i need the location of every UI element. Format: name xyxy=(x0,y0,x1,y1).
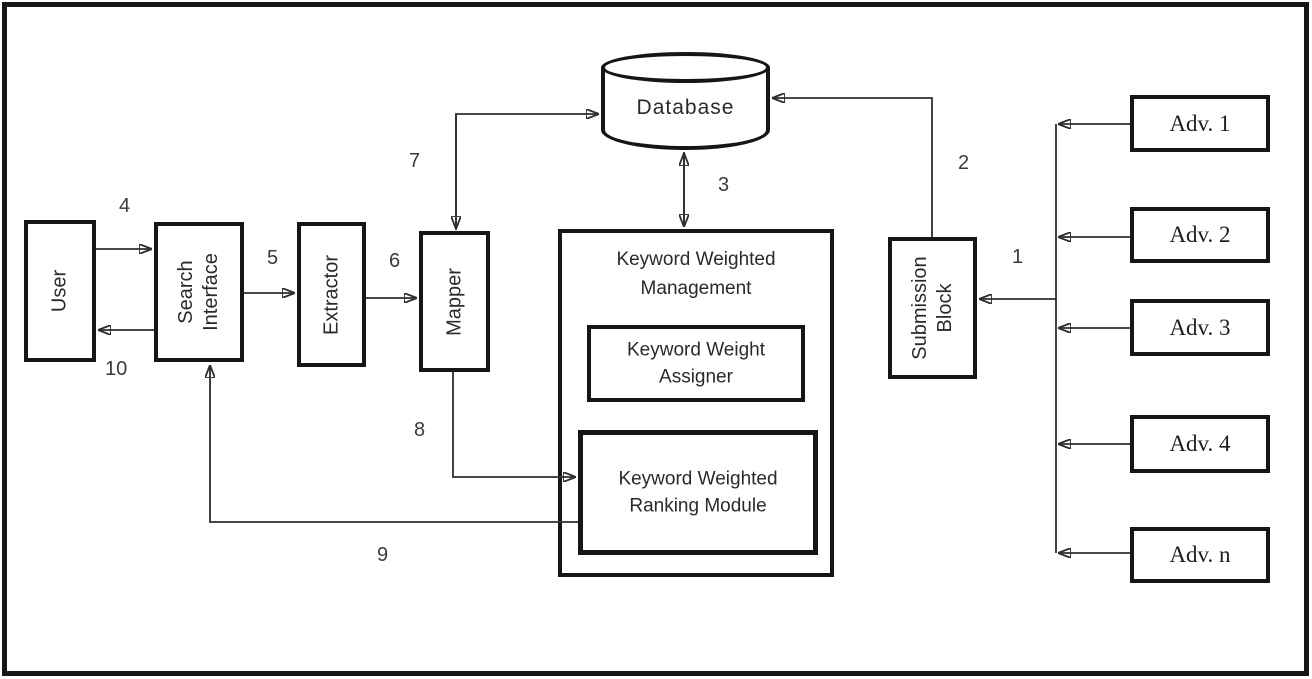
node-advertiser-2: Adv. 2 xyxy=(1130,207,1270,263)
flow-label-8: 8 xyxy=(414,419,426,441)
node-advertiser-n-label: Adv. n xyxy=(1169,542,1231,567)
node-keyword-weight-assigner: Keyword Weight Assigner xyxy=(587,325,805,402)
flow-label-5: 5 xyxy=(267,247,279,269)
node-user-label: User xyxy=(48,269,71,313)
node-submission-block-label: Submission Block xyxy=(908,256,956,360)
node-database: Database xyxy=(601,52,770,150)
node-advertiser-1-label: Adv. 1 xyxy=(1169,110,1231,136)
node-submission-block: Submission Block xyxy=(888,237,977,379)
node-keyword-weight-assigner-label: Keyword Weight Assigner xyxy=(627,338,765,388)
node-advertiser-2-label: Adv. 2 xyxy=(1169,222,1231,247)
flow-label-3: 3 xyxy=(718,174,730,196)
node-advertiser-n: Adv. n xyxy=(1130,527,1270,583)
flow-label-4: 4 xyxy=(119,195,131,217)
node-advertiser-4: Adv. 4 xyxy=(1130,415,1270,473)
node-advertiser-4-label: Adv. 4 xyxy=(1169,431,1231,456)
node-user: User xyxy=(24,220,96,362)
flow-label-6: 6 xyxy=(389,250,401,272)
node-advertiser-1: Adv. 1 xyxy=(1130,95,1270,152)
node-keyword-weighted-management-label: Keyword Weighted Management xyxy=(616,249,776,299)
node-search-interface-label: Search Interface xyxy=(175,253,222,331)
node-mapper-label: Mapper xyxy=(443,267,465,336)
database-cylinder-top xyxy=(601,52,770,83)
flow-label-2: 2 xyxy=(958,152,970,174)
node-keyword-weighted-ranking-module: Keyword Weighted Ranking Module xyxy=(578,430,818,555)
node-keyword-weighted-ranking-module-label: Keyword Weighted Ranking Module xyxy=(618,467,778,517)
node-advertiser-3: Adv. 3 xyxy=(1130,299,1270,356)
flow-label-10: 10 xyxy=(105,358,128,380)
flow-label-1: 1 xyxy=(1012,246,1024,268)
node-database-label: Database xyxy=(636,96,735,119)
node-advertiser-3-label: Adv. 3 xyxy=(1169,314,1231,340)
flow-label-7: 7 xyxy=(409,150,421,172)
node-extractor-label: Extractor xyxy=(320,254,342,335)
node-search-interface: Search Interface xyxy=(154,222,244,362)
node-mapper: Mapper xyxy=(419,231,490,372)
flow-label-9: 9 xyxy=(377,544,389,566)
node-extractor: Extractor xyxy=(297,222,366,367)
